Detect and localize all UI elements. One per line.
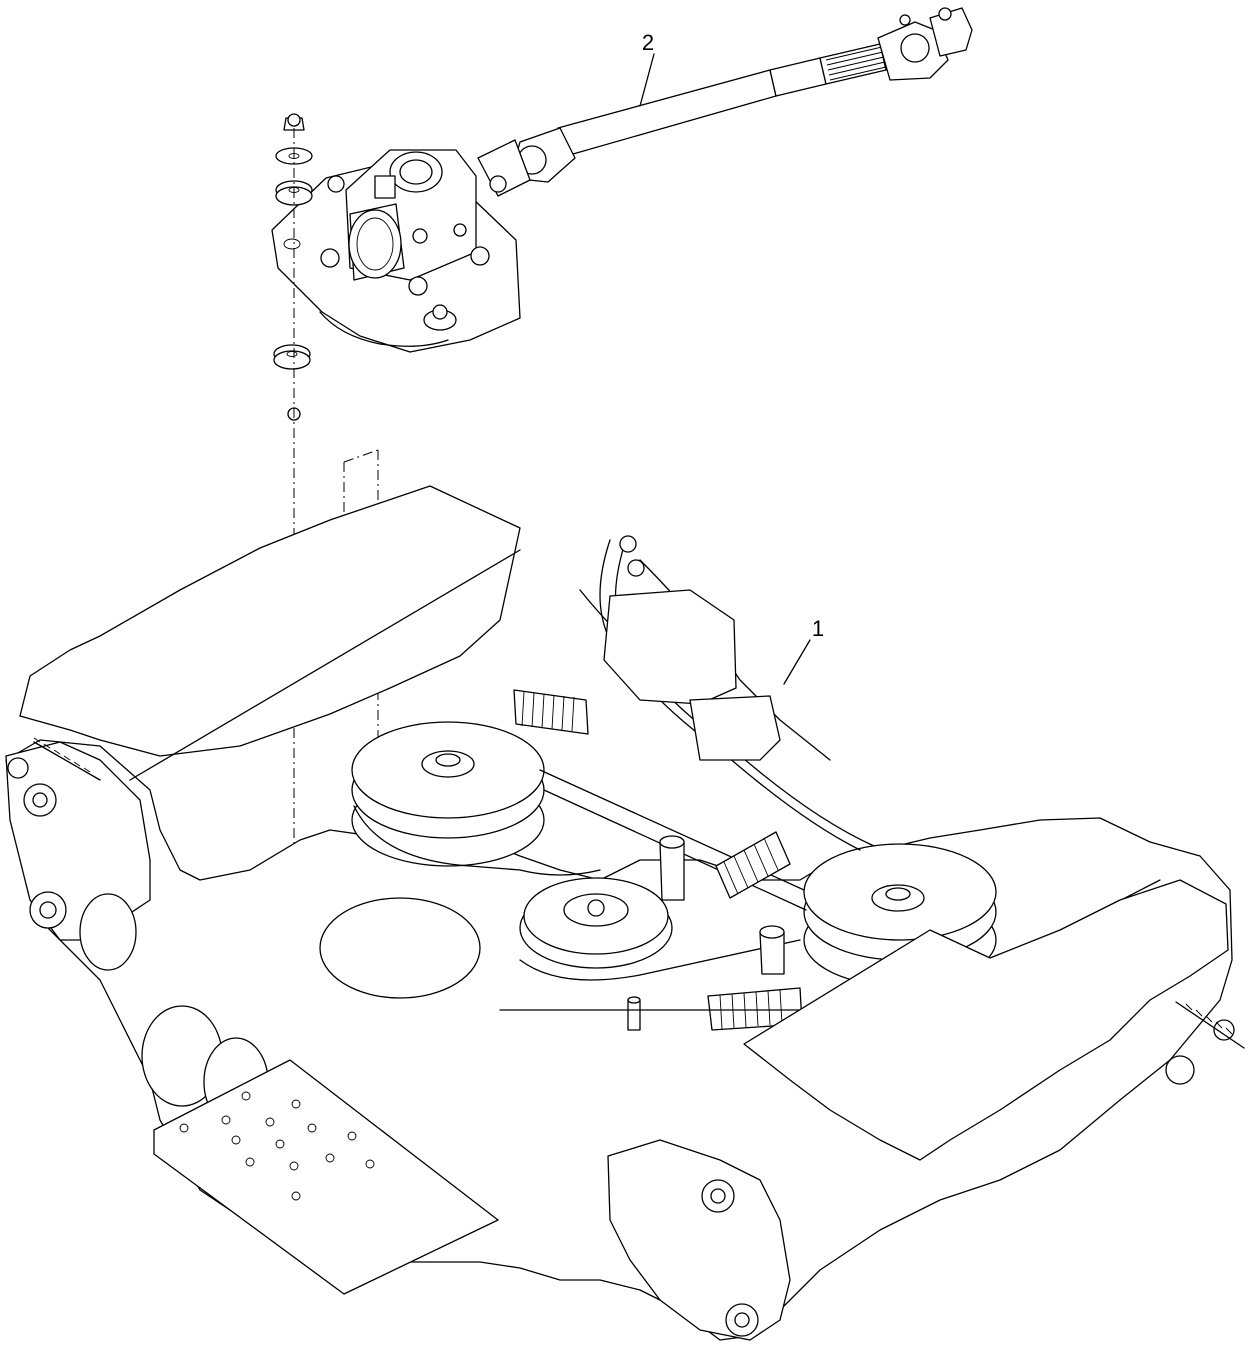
mower-deck-assembly [5, 485, 1245, 1341]
drive-shaft-assembly [477, 7, 973, 197]
plate-holes [179, 1091, 375, 1201]
callout-1-label: 1 [812, 616, 824, 641]
callout-2: 2 [639, 30, 655, 107]
callout-1: 1 [783, 616, 824, 685]
mounting-hardware [273, 113, 313, 421]
gearbox-assembly [271, 149, 521, 353]
tension-spring [513, 689, 803, 1031]
callout-2-label: 2 [642, 30, 654, 55]
